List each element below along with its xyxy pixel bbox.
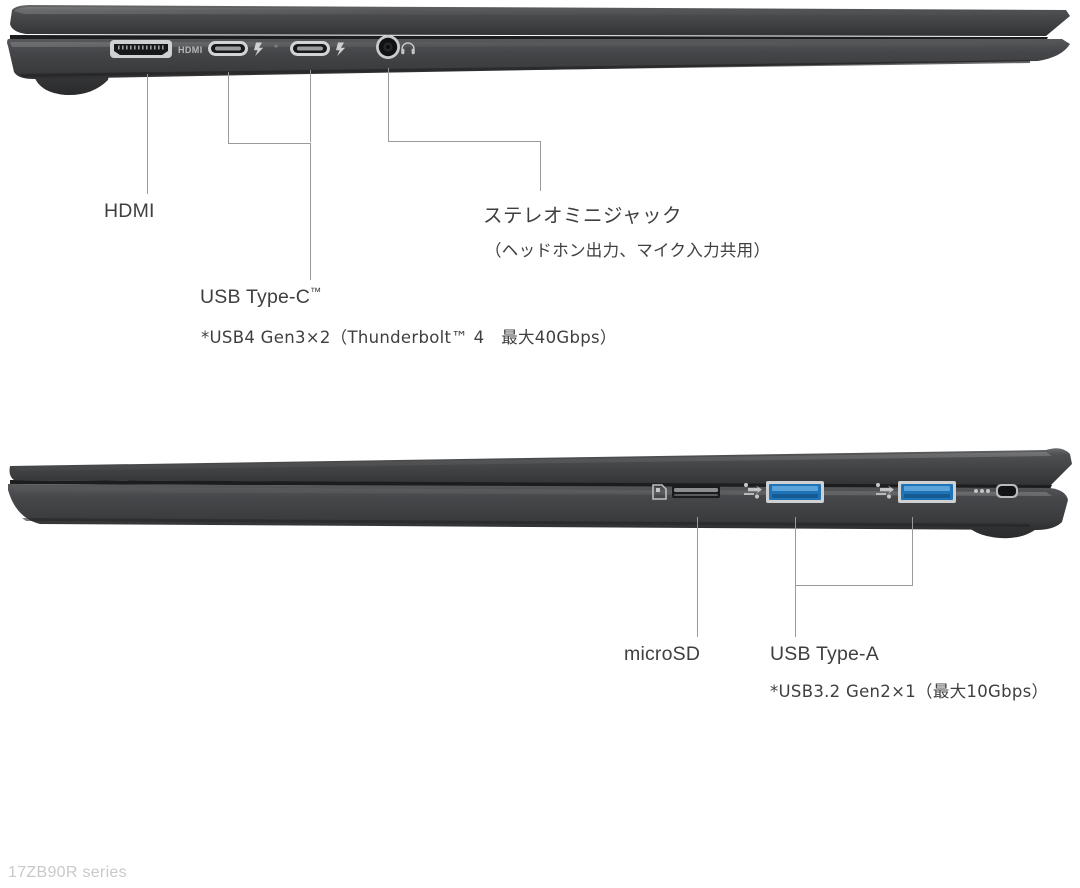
callout-hdmi-title: HDMI: [104, 200, 155, 222]
callout-usbc-title: USB Type-C™: [200, 286, 321, 309]
lock-icon: [974, 489, 990, 493]
leader-usba2-vertical: [912, 517, 913, 586]
usb-a-port-icon-1: [766, 481, 824, 503]
superspeed-icon-1: [743, 482, 762, 499]
leader-microsd-vertical: [697, 517, 698, 637]
leader-usba-drop: [795, 585, 796, 637]
leader-usbc2-vertical: [310, 70, 311, 142]
leader-audio-drop: [540, 141, 541, 191]
sd-card-icon: [652, 484, 667, 500]
usb-c-port-icon-1: [208, 41, 248, 56]
callout-microsd-title: microSD: [624, 643, 701, 665]
leader-usba1-vertical: [795, 517, 796, 585]
laptop-left-side-view: HDMI: [0, 0, 1080, 125]
leader-usbc-drop: [310, 143, 311, 280]
callout-usba-note: *USB3.2 Gen2×1（最大10Gbps）: [770, 682, 1049, 701]
headphone-jack-icon: [376, 35, 400, 59]
leader-hdmi-vertical: [147, 74, 148, 194]
svg-text:HDMI: HDMI: [178, 45, 203, 55]
leader-audio-horizontal: [388, 141, 540, 142]
usb-c-port-icon-2: [290, 41, 330, 56]
callout-audio-title: ステレオミニジャック: [483, 204, 683, 227]
trademark-symbol: ™: [310, 286, 322, 299]
laptop-right-side-view: [0, 438, 1080, 568]
thunderbolt-bolt-icon-1: [254, 42, 264, 56]
thunderbolt-bolt-icon-2: [336, 42, 346, 56]
callout-audio-note: （ヘッドホン出力、マイク入力共用）: [485, 241, 771, 260]
superspeed-icon-2: [875, 482, 894, 499]
microsd-slot-icon: [672, 486, 720, 498]
leader-usbc-bracket: [228, 143, 311, 144]
callout-usba-title: USB Type-A: [770, 643, 879, 665]
kensington-lock-icon: [996, 484, 1018, 498]
usb-a-port-icon-2: [898, 481, 956, 503]
hdmi-port-icon: [110, 40, 172, 58]
leader-usbc1-vertical: [228, 72, 229, 143]
port-dot-marker: [274, 44, 278, 48]
leader-usba-bracket: [795, 585, 913, 586]
callout-usbc-title-text: USB Type-C: [200, 286, 311, 308]
callout-usbc-note: *USB4 Gen3×2（Thunderbolt™ 4 最大40Gbps）: [201, 328, 617, 347]
headphone-icon: [401, 42, 415, 55]
product-series-label: 17ZB90R series: [8, 864, 127, 881]
leader-audio-vertical: [388, 68, 389, 141]
